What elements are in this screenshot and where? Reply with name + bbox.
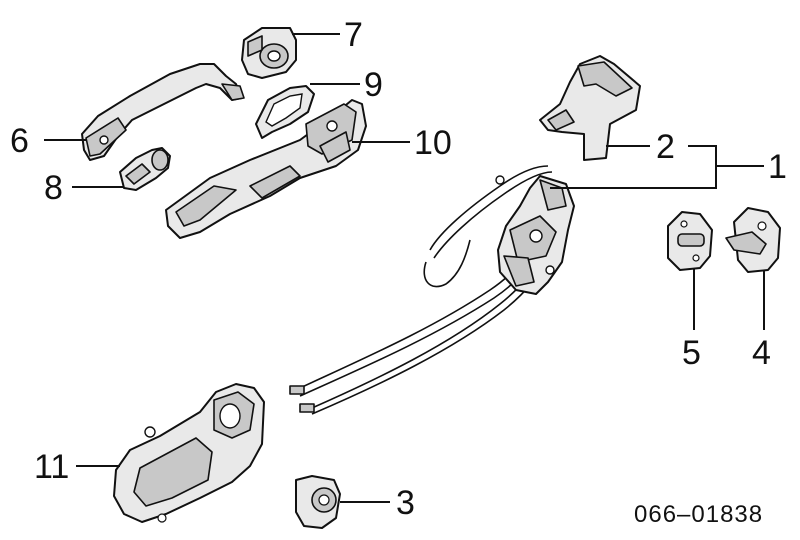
callout-8: 8 [44,169,63,207]
part-8-handle-bracket [119,147,171,191]
callout-6: 6 [10,122,29,160]
callout-labels: 7 9 10 6 8 2 1 5 4 11 3 066–01838 [10,16,787,528]
part-7-key-cylinder-cap [241,27,297,79]
part-5-striker-shim [667,211,713,271]
leader-lines [44,33,765,503]
callout-3: 3 [396,484,415,522]
bracket-1 [550,145,717,189]
diagram-code: 066–01838 [634,501,763,528]
part-6-outside-handle [81,63,245,161]
callout-9: 9 [364,66,383,104]
part-9-gasket [255,85,315,139]
part-1-lock-actuator [497,175,575,295]
part-10-handle-frame [165,99,367,239]
part-3-switch [295,475,341,529]
callout-10: 10 [414,124,452,162]
callout-11: 11 [34,448,69,486]
callout-7: 7 [344,16,363,54]
part-2-lock-shield [539,55,641,161]
part-4-door-striker [725,207,781,273]
callout-4: 4 [752,334,771,372]
part-11-inside-handle [113,383,265,523]
callout-2: 2 [656,128,675,166]
cables [289,165,555,415]
callout-5: 5 [682,334,701,372]
callout-1: 1 [768,148,787,186]
